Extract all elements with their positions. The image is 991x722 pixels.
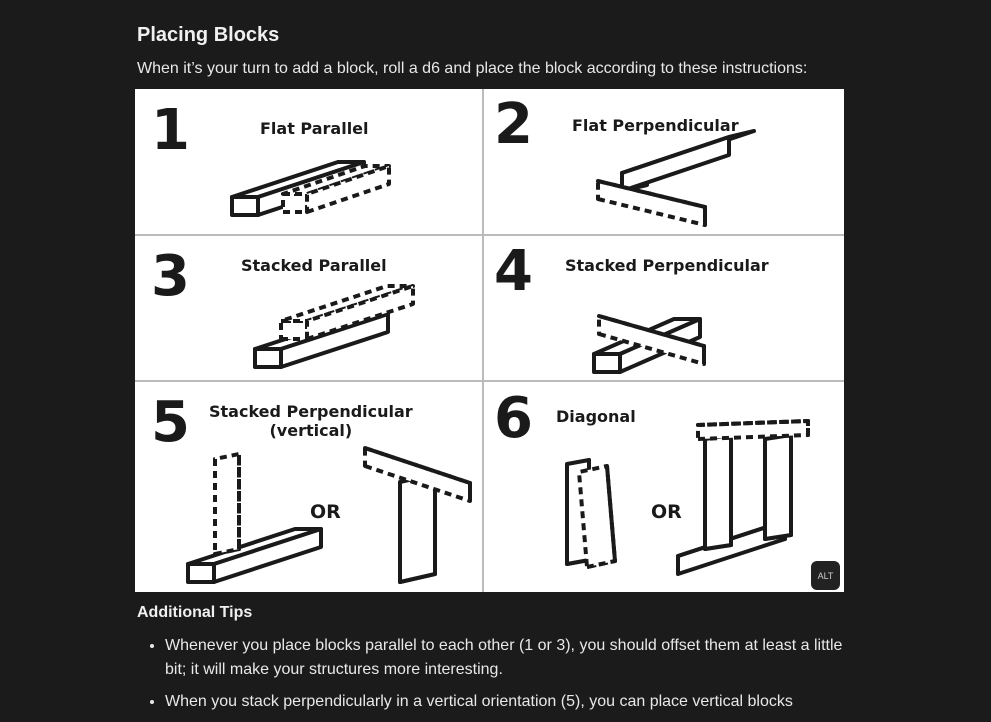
dashed-block — [281, 164, 391, 214]
cell-label-1: Flat Parallel — [260, 119, 369, 138]
cell-number-4: 4 — [494, 239, 533, 304]
cell-number-5: 5 — [151, 390, 190, 455]
dashed-block — [597, 314, 706, 366]
tips-heading: Additional Tips — [137, 604, 253, 621]
block-placement-diagram: 1 Flat Parallel 2 Flat Perpendicular 3 S… — [135, 89, 844, 592]
dashed-vertical-block — [213, 452, 241, 556]
tip-item: When you stack perpendicularly in a vert… — [165, 690, 865, 714]
cell-label-6: Diagonal — [556, 407, 636, 426]
cell-label-4: Stacked Perpendicular — [565, 256, 769, 275]
cell-label-5: Stacked Perpendicular (vertical) — [209, 402, 413, 441]
dashed-top-block — [696, 419, 810, 441]
cell-number-3: 3 — [151, 244, 190, 309]
section-heading: Placing Blocks — [137, 24, 280, 46]
alt-text-button[interactable]: ALT — [811, 561, 840, 590]
tip-item: Whenever you place blocks parallel to ea… — [165, 634, 865, 682]
solid-vertical-block — [703, 433, 733, 551]
solid-vertical-block — [763, 433, 793, 541]
cell-number-2: 2 — [494, 92, 533, 157]
solid-block — [186, 527, 323, 584]
diagram-drawings — [135, 89, 844, 592]
cell-label-3: Stacked Parallel — [241, 256, 387, 275]
dashed-block — [279, 284, 415, 341]
or-label-5: OR — [310, 501, 341, 523]
solid-block — [620, 129, 756, 193]
cell-number-6: 6 — [494, 386, 533, 451]
solid-vertical-block — [398, 472, 437, 584]
tips-list: Whenever you place blocks parallel to ea… — [137, 634, 865, 722]
dashed-block — [363, 446, 472, 503]
cell-number-1: 1 — [151, 98, 190, 163]
intro-text: When it’s your turn to add a block, roll… — [137, 60, 808, 77]
or-label-6: OR — [651, 501, 682, 523]
dashed-block — [596, 179, 707, 227]
dashed-diagonal-block — [577, 464, 617, 569]
cell-label-2: Flat Perpendicular — [572, 116, 739, 135]
